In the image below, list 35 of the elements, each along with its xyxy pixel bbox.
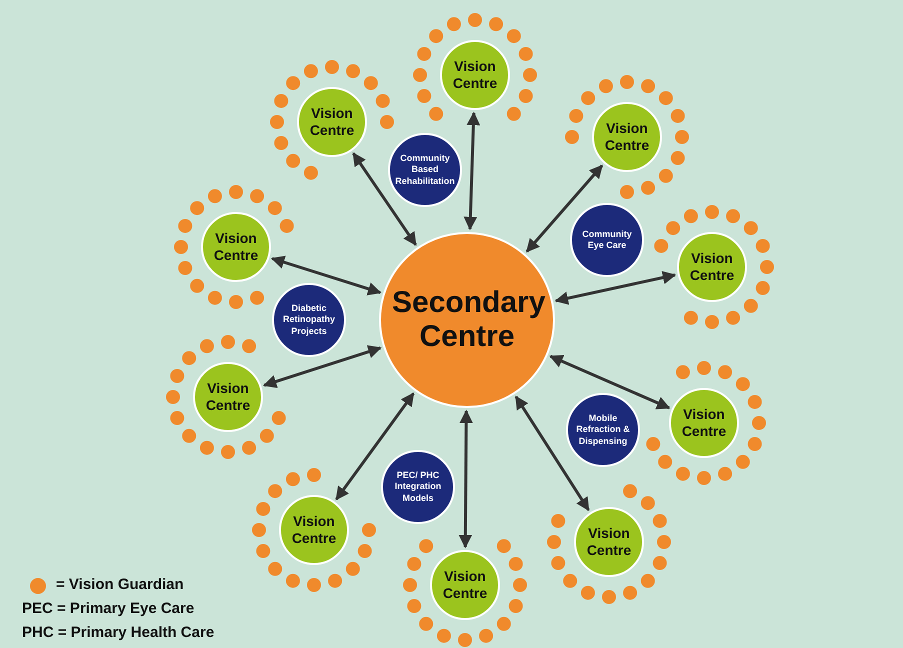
arrow — [352, 152, 417, 246]
arrow — [554, 270, 676, 305]
node-label: Community Eye Care — [581, 228, 633, 252]
vision-centre-circle — [279, 495, 349, 565]
node-label: Vision Centre — [308, 105, 356, 139]
vision-centre-circle — [297, 87, 367, 157]
abbreviation-note: PEC = Primary Eye Care — [22, 600, 194, 617]
arrow — [270, 256, 382, 296]
node-label: Vision Centre — [442, 568, 488, 602]
vision-centre-circle — [430, 550, 500, 620]
arrow — [526, 164, 604, 253]
node-label: PEC/ PHC Integration Models — [394, 470, 442, 504]
arrow — [335, 392, 415, 500]
arrow — [458, 410, 473, 548]
arrow — [549, 354, 670, 410]
node-label: Vision Centre — [452, 58, 498, 92]
vision-centre-circle — [669, 388, 739, 458]
abbreviation-note: PHC = Primary Health Care — [22, 624, 214, 641]
arrow — [262, 345, 382, 388]
node-label: Vision Centre — [290, 513, 338, 547]
node-label: Vision Centre — [680, 406, 728, 440]
node-label: Vision Centre — [604, 120, 650, 154]
node-label: Vision Centre — [688, 250, 736, 284]
node-label: Vision Centre — [204, 380, 252, 414]
node-label: Vision Centre — [212, 230, 260, 264]
vision-centre-circle — [592, 102, 662, 172]
node-label: Vision Centre — [586, 525, 632, 559]
node-label: Mobile Refraction & Dispensing — [575, 413, 631, 447]
node-label: Diabetic Retinopathy Projects — [282, 303, 336, 337]
arrow — [514, 396, 590, 512]
vision-centre-circle — [440, 40, 510, 110]
legend-text: = Vision Guardian — [56, 576, 184, 593]
vision-centre-circle — [574, 507, 644, 577]
node-label: Community Based Rehabilitation — [394, 153, 456, 187]
arrow — [464, 112, 480, 230]
